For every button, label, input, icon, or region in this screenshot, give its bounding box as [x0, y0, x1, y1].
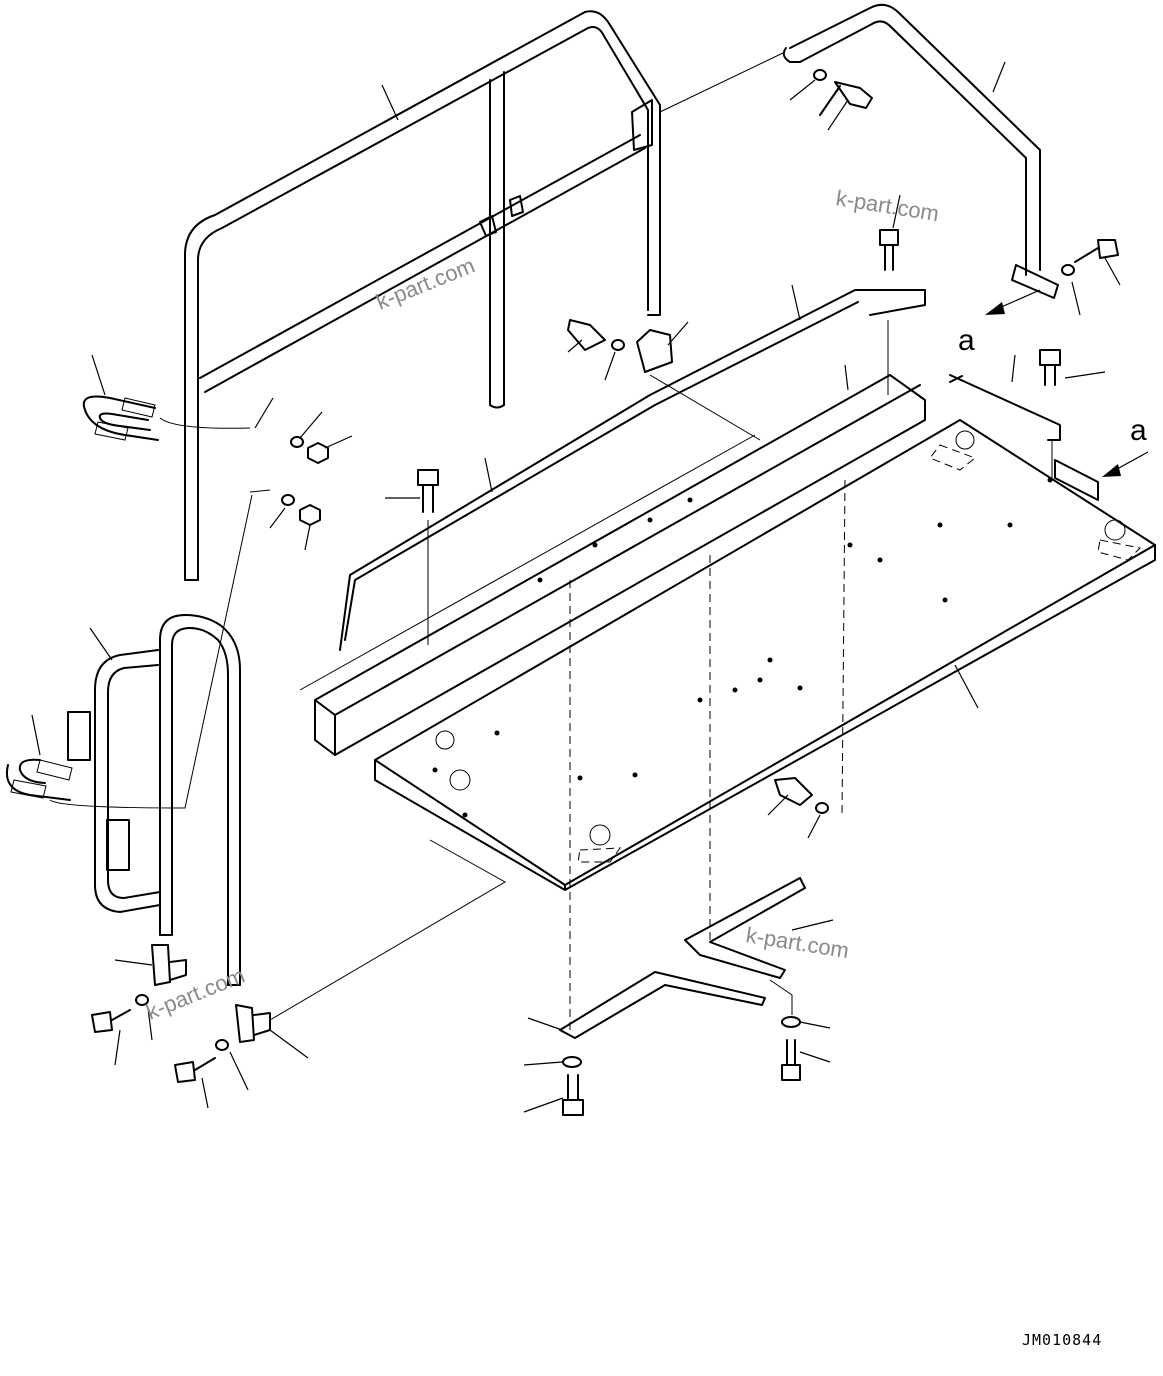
leader-lines	[31, 61, 1121, 1113]
hidden-lines	[569, 444, 1142, 1030]
connector-lines	[49, 51, 1053, 1021]
watermark-2: k-part.com	[373, 253, 479, 315]
bolts	[91, 81, 1119, 1116]
drawing-code: JM010844	[1022, 1331, 1102, 1349]
watermark-4: k-part.com	[143, 963, 249, 1025]
plate-holes	[432, 430, 1126, 846]
lower-brackets	[559, 877, 806, 1039]
right-handrail	[782, 3, 1059, 299]
clamps	[151, 329, 673, 1043]
side-handrail	[6, 614, 241, 986]
view-marker-left: a	[958, 324, 975, 357]
rail-channels	[314, 289, 1061, 756]
view-marker-right: a	[1130, 414, 1147, 447]
u-bolt-upper	[82, 395, 159, 441]
watermark-1: k-part.com	[834, 185, 941, 226]
rear-handrail	[184, 10, 661, 581]
floor-plate	[374, 419, 1156, 891]
view-arrows	[985, 289, 1149, 477]
